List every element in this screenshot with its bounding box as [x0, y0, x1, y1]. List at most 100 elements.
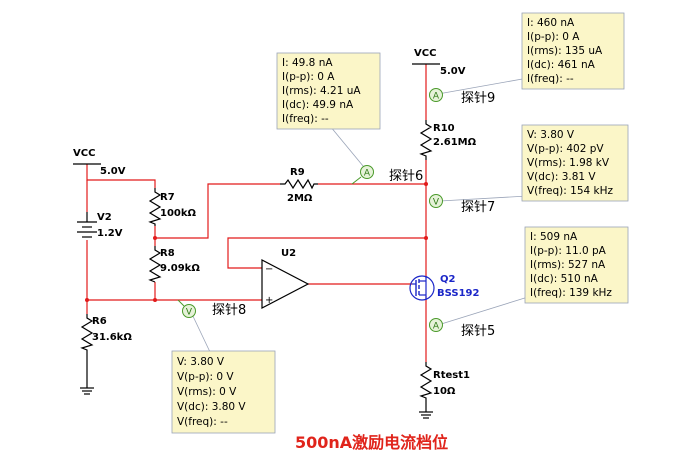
probe7-icon[interactable]: [429, 194, 443, 208]
r7-symbol: [148, 188, 162, 226]
probe6-readout: I: 49.8 nA I(p-p): 0 A I(rms): 4.21 uA I…: [276, 52, 381, 130]
r7: R7 100kΩ: [148, 188, 197, 226]
probe6-reading-i: I: 49.8 nA: [282, 57, 333, 69]
probe5-icon[interactable]: [429, 318, 443, 332]
probe9-note: [521, 12, 625, 90]
q2: Q2 BSS192: [409, 274, 479, 301]
probe6-note: [276, 52, 381, 130]
probe6-arrow: [351, 176, 362, 185]
vcc-left: VCC 5.0V: [73, 148, 126, 177]
rtest1: Rtest1 10Ω: [419, 362, 470, 402]
probe8-label: 探针8: [212, 303, 246, 318]
probe5-glyph: A: [433, 322, 440, 332]
probe9-reading-i: I: 460 nA: [527, 17, 575, 29]
u2-minus: −: [265, 264, 273, 275]
probe7-symbol[interactable]: V 探针7: [429, 194, 496, 216]
u2-triangle: [261, 259, 310, 309]
junction-plus: [153, 298, 157, 302]
r9-symbol: [280, 178, 318, 190]
probe7-glyph: V: [433, 198, 440, 208]
probe9-icon[interactable]: [429, 88, 443, 102]
r9: R9 2MΩ: [280, 167, 318, 204]
r9-name: R9: [290, 167, 305, 178]
leader-probe9: [437, 77, 529, 95]
probe5-reading-pp: I(p-p): 11.0 pA: [530, 245, 607, 257]
junction-r6: [85, 298, 89, 302]
ground-right: [419, 402, 433, 419]
probe7-reading-freq: V(freq): 154 kHz: [527, 185, 614, 197]
probe7-reading-v: V: 3.80 V: [527, 129, 575, 141]
probe6-label: 探针6: [389, 169, 423, 184]
wire-r7r8-r9: [155, 183, 280, 239]
probe-leaders: [190, 77, 529, 353]
probe8-arrow: [177, 299, 185, 307]
probe5-reading-i: I: 509 nA: [530, 231, 578, 243]
probe6-reading-freq: I(freq): --: [282, 113, 329, 125]
leader-probe8: [190, 311, 211, 353]
probe8-symbol[interactable]: V 探针8: [177, 299, 246, 318]
r9-value: 2MΩ: [287, 193, 313, 204]
probe7-reading-rms: V(rms): 1.98 kV: [527, 157, 610, 169]
leader-probe6: [329, 125, 369, 173]
probe8-reading-freq: V(freq): --: [177, 416, 228, 428]
probe7-note: [521, 124, 629, 202]
probe6-symbol[interactable]: A 探针6: [351, 165, 423, 185]
junction-node-6: [424, 182, 428, 186]
junction-r7r8: [153, 236, 157, 240]
vcc-left-value: 5.0V: [100, 166, 126, 177]
probe8-icon[interactable]: [182, 304, 196, 318]
rtest1-name: Rtest1: [433, 370, 470, 381]
probe7-reading-dc: V(dc): 3.81 V: [527, 171, 596, 183]
probe5-reading-rms: I(rms): 527 nA: [530, 259, 606, 271]
r6-symbol: [80, 314, 94, 354]
r8-value: 9.09kΩ: [160, 263, 200, 274]
probe9-reading-freq: I(freq): --: [527, 73, 574, 85]
q2-model: BSS192: [437, 288, 479, 299]
probe5-reading-dc: I(dc): 510 nA: [530, 273, 599, 285]
v2-value: 1.2V: [97, 228, 123, 239]
u2-name: U2: [281, 248, 296, 259]
r6-value: 31.6kΩ: [92, 332, 132, 343]
rtest1-symbol: [419, 362, 433, 402]
junction-feedback: [424, 236, 428, 240]
probe8-note: [171, 350, 276, 434]
probe5-label: 探针5: [461, 324, 495, 339]
q2-name: Q2: [440, 274, 456, 285]
probe8-reading-rms: V(rms): 0 V: [177, 386, 237, 398]
probe6-icon[interactable]: [360, 165, 374, 179]
wire-vcc-r7: [86, 164, 156, 188]
vcc-top-name: VCC: [414, 48, 436, 59]
probe6-glyph: A: [364, 169, 371, 179]
probe9-glyph: A: [433, 92, 440, 102]
r7-name: R7: [160, 192, 175, 203]
probe8-reading-v: V: 3.80 V: [177, 356, 225, 368]
probe6-reading-pp: I(p-p): 0 A: [282, 71, 335, 83]
r6-name: R6: [92, 316, 107, 327]
v2-name: V2: [97, 212, 112, 223]
rtest1-value: 10Ω: [433, 386, 456, 397]
probe8-glyph: V: [186, 308, 193, 318]
diagram-title: 500nA激励电流档位: [295, 433, 448, 452]
probe5-note: [524, 226, 629, 304]
probe9-label: 探针9: [461, 91, 495, 106]
probe5-symbol[interactable]: A 探针5: [429, 318, 496, 340]
wires: [86, 64, 427, 362]
leader-probe7: [439, 195, 529, 202]
r10-name: R10: [433, 123, 455, 134]
r8-symbol: [148, 246, 162, 283]
probe9-symbol[interactable]: A 探针9: [429, 88, 496, 107]
q2-circle: [409, 275, 435, 301]
probe9-reading-rms: I(rms): 135 uA: [527, 45, 603, 57]
vcc-left-name: VCC: [73, 148, 95, 159]
probe7-reading-pp: V(p-p): 402 pV: [527, 143, 604, 155]
u2: U2 − +: [261, 248, 310, 309]
probe5-reading-freq: I(freq): 139 kHz: [530, 287, 612, 299]
probe8-readout: V: 3.80 V V(p-p): 0 V V(rms): 0 V V(dc):…: [171, 350, 276, 434]
wire-feedback: [227, 237, 426, 269]
probe7-readout: V: 3.80 V V(p-p): 402 pV V(rms): 1.98 kV…: [521, 124, 629, 202]
r7-value: 100kΩ: [160, 208, 197, 219]
u2-plus: +: [265, 295, 273, 306]
vcc-top: VCC 5.0V: [412, 48, 466, 77]
leader-probe5: [437, 296, 529, 326]
probe9-reading-dc: I(dc): 461 nA: [527, 59, 596, 71]
